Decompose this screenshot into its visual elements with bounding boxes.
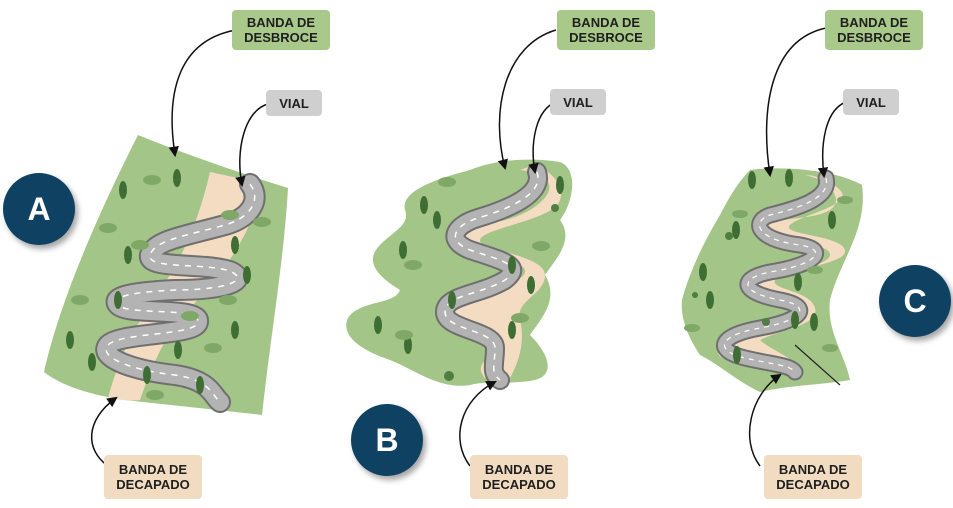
panel-c bbox=[681, 27, 863, 467]
tree-icon bbox=[71, 175, 271, 400]
label-decapado-c: BANDA DE DECAPADO bbox=[764, 455, 862, 499]
arrow-icon bbox=[763, 27, 827, 178]
label-decapado-b: BANDA DE DECAPADO bbox=[470, 455, 568, 499]
arrow-icon bbox=[817, 101, 847, 179]
arrow-icon bbox=[748, 373, 782, 467]
bush-icon bbox=[692, 232, 770, 326]
label-vial-b: VIAL bbox=[550, 89, 606, 115]
badge-a: A bbox=[3, 173, 75, 245]
arrow-icon bbox=[497, 29, 557, 171]
label-vial-c: VIAL bbox=[843, 89, 899, 115]
badge-c: C bbox=[879, 265, 951, 337]
tree-icon bbox=[395, 177, 550, 340]
label-decapado-a: BANDA DE DECAPADO bbox=[104, 455, 202, 499]
label-desbroce-b: BANDA DE DESBROCE bbox=[557, 10, 655, 50]
panel-a bbox=[44, 29, 288, 467]
bush-icon bbox=[444, 204, 559, 381]
arrow-icon bbox=[459, 381, 497, 467]
label-desbroce-c: BANDA DE DESBROCE bbox=[825, 10, 923, 50]
tree-icon bbox=[699, 169, 836, 364]
panel-b bbox=[346, 29, 573, 467]
tree-icon bbox=[374, 176, 564, 354]
label-desbroce-a: BANDA DE DESBROCE bbox=[232, 10, 330, 50]
label-vial-a: VIAL bbox=[266, 90, 322, 116]
arrow-icon bbox=[235, 103, 269, 188]
badge-b: B bbox=[351, 404, 423, 476]
decapado-strip-b bbox=[439, 165, 561, 378]
arrow-icon bbox=[91, 396, 118, 467]
tree-icon bbox=[66, 169, 251, 394]
arrow-icon bbox=[168, 29, 237, 158]
tree-icon bbox=[684, 196, 853, 352]
